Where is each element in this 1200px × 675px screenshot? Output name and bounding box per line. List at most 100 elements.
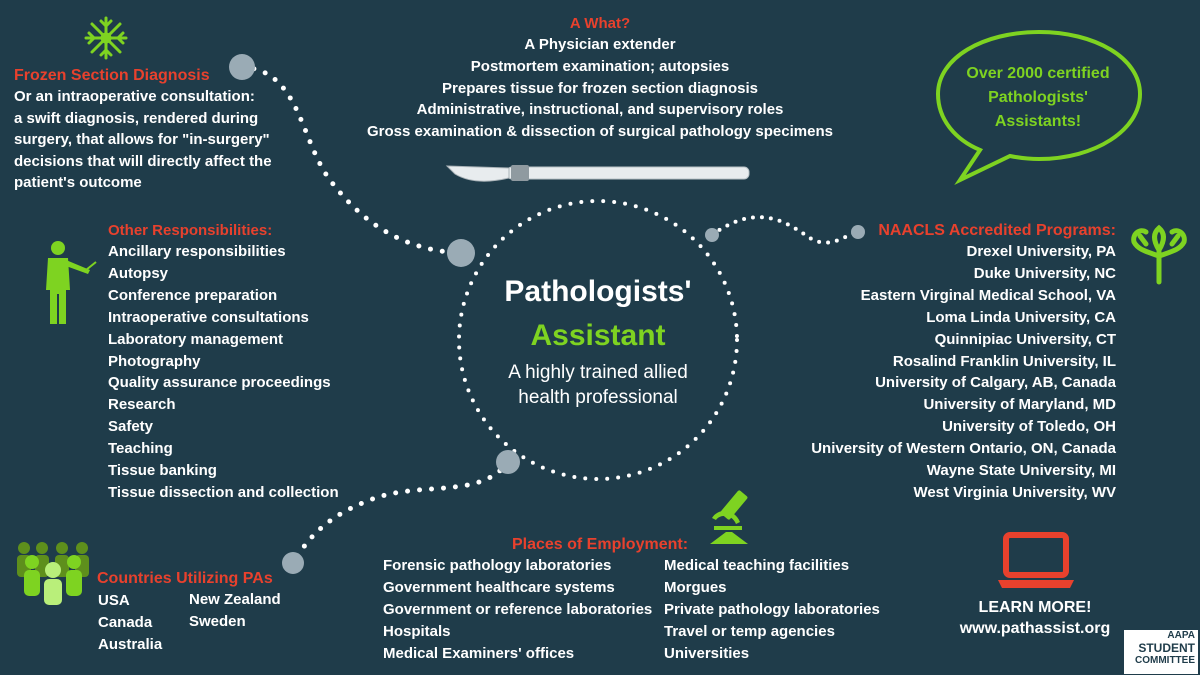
logo-line1: AAPA bbox=[1167, 630, 1195, 641]
learn-more-block: LEARN MORE! www.pathassist.org bbox=[940, 597, 1130, 638]
list-item: Canada bbox=[98, 613, 153, 631]
naacls-list: Drexel University, PA Duke University, N… bbox=[790, 241, 1116, 504]
list-item: Tissue dissection and collection bbox=[108, 483, 339, 501]
list-item: Hospitals bbox=[383, 622, 451, 640]
frozen-line: Or an intraoperative consultation: bbox=[14, 88, 255, 105]
list-item: Duke University, NC bbox=[973, 264, 1116, 282]
list-item: Safety bbox=[108, 418, 154, 436]
countries-connector-end-dot bbox=[282, 552, 304, 574]
what-list: A Physician extender Postmortem examinat… bbox=[350, 34, 850, 143]
frozen-section-block: Frozen Section Diagnosis Or an intraoper… bbox=[14, 66, 294, 194]
list-item: Government or reference laboratories bbox=[383, 600, 653, 618]
naacls-title: NAACLS Accredited Programs: bbox=[878, 222, 1116, 239]
speech-line: Over 2000 certified bbox=[966, 65, 1110, 82]
other-responsibilities-list: Ancillary responsibilities Autopsy Confe… bbox=[108, 241, 368, 504]
places-col2: Medical teaching facilities Morgues Priv… bbox=[664, 555, 894, 665]
microscope-icon bbox=[710, 490, 748, 544]
laptop-icon bbox=[998, 532, 1074, 588]
list-item: Private pathology laboratories bbox=[664, 600, 880, 618]
logo-line2: STUDENT bbox=[1138, 641, 1195, 655]
what-line: Prepares tissue for frozen section diagn… bbox=[442, 79, 758, 97]
pathassist-link[interactable]: www.pathassist.org bbox=[959, 620, 1111, 637]
center-title-line1: Pathologists' bbox=[504, 275, 692, 308]
center-title-block: Pathologists' Assistant A highly trained… bbox=[468, 272, 728, 410]
list-item: Forensic pathology laboratories bbox=[383, 557, 612, 574]
naacls-block: NAACLS Accredited Programs: Drexel Unive… bbox=[790, 221, 1116, 504]
what-line: Gross examination & dissection of surgic… bbox=[367, 123, 833, 141]
list-item: Conference preparation bbox=[108, 286, 278, 304]
places-title: Places of Employment: bbox=[511, 536, 689, 553]
countries-title: Countries Utilizing PAs bbox=[97, 570, 273, 587]
frozen-connector-start-dot bbox=[229, 54, 255, 80]
frozen-connector-path bbox=[239, 64, 463, 256]
list-item: Research bbox=[108, 396, 176, 414]
speech-line: Assistants! bbox=[994, 113, 1082, 130]
countries-connector-start-dot bbox=[496, 450, 520, 474]
list-item: Medical Examiners' offices bbox=[383, 644, 575, 662]
list-item: Tissue banking bbox=[108, 462, 217, 480]
what-line: Administrative, instructional, and super… bbox=[416, 101, 784, 119]
list-item: Rosalind Franklin University, IL bbox=[892, 352, 1116, 370]
list-item: Laboratory management bbox=[108, 330, 284, 348]
list-item: Sweden bbox=[189, 612, 246, 630]
list-item: Drexel University, PA bbox=[966, 243, 1116, 260]
countries-connector-path bbox=[292, 459, 511, 563]
list-item: Autopsy bbox=[108, 264, 168, 282]
what-line: A Physician extender bbox=[524, 36, 676, 53]
center-title-line2: Assistant bbox=[530, 319, 666, 352]
logo-line3: COMMITTEE bbox=[1135, 655, 1195, 666]
tree-icon bbox=[1131, 224, 1187, 285]
frozen-line: surgery, that allows for "in-surgery" bbox=[14, 131, 270, 148]
center-subtitle-line1: A highly trained allied bbox=[508, 362, 688, 383]
teacher-icon bbox=[46, 241, 97, 324]
naacls-connector-path bbox=[710, 215, 860, 245]
list-item: Medical teaching facilities bbox=[664, 557, 850, 574]
list-item: West Virginia University, WV bbox=[913, 483, 1116, 501]
frozen-section-title: Frozen Section Diagnosis bbox=[14, 67, 210, 84]
other-responsibilities-block: Other Responsibilities: Ancillary respon… bbox=[108, 221, 368, 504]
list-item: Travel or temp agencies bbox=[664, 622, 835, 640]
what-line: Postmortem examination; autopsies bbox=[470, 57, 730, 75]
speech-bubble-shape bbox=[935, 29, 1143, 185]
aapa-student-committee-logo: AAPA STUDENT COMMITTEE bbox=[1124, 630, 1198, 674]
frozen-section-text: Or an intraoperative consultation: a swi… bbox=[14, 86, 294, 194]
naacls-connector-end-dot bbox=[851, 225, 865, 239]
what-title: A What? bbox=[569, 15, 631, 32]
frozen-connector-end-dot bbox=[447, 239, 475, 267]
list-item: Australia bbox=[98, 635, 163, 653]
list-item: Ancillary responsibilities bbox=[108, 243, 286, 260]
list-item: University of Western Ontario, ON, Canad… bbox=[811, 440, 1116, 458]
frozen-line: patient's outcome bbox=[14, 174, 142, 191]
crowd-icon bbox=[17, 542, 89, 605]
countries-col1: USA Canada Australia bbox=[98, 590, 188, 656]
frozen-line: decisions that will directly affect the bbox=[14, 152, 272, 170]
list-item: Eastern Virginal Medical School, VA bbox=[860, 286, 1116, 304]
list-item: Government healthcare systems bbox=[383, 578, 615, 596]
frozen-line: a swift diagnosis, rendered during bbox=[14, 109, 259, 127]
list-item: Wayne State University, MI bbox=[926, 462, 1116, 480]
list-item: Teaching bbox=[108, 440, 173, 458]
naacls-connector-start-dot bbox=[705, 228, 719, 242]
places-col1: Forensic pathology laboratories Governme… bbox=[383, 555, 663, 665]
list-item: Morgues bbox=[664, 578, 727, 596]
center-dotted-ring bbox=[457, 199, 739, 481]
center-subtitle-line2: health professional bbox=[518, 387, 678, 408]
list-item: USA bbox=[98, 592, 130, 609]
snowflake-icon bbox=[84, 16, 128, 60]
list-item: Quality assurance proceedings bbox=[108, 374, 331, 392]
scalpel-icon bbox=[445, 165, 750, 182]
learn-more-label: LEARN MORE! bbox=[978, 599, 1092, 616]
list-item: University of Calgary, AB, Canada bbox=[875, 374, 1116, 392]
list-item: Photography bbox=[108, 352, 201, 370]
list-item: University of Maryland, MD bbox=[923, 396, 1116, 414]
what-block: A What? A Physician extender Postmortem … bbox=[350, 14, 850, 143]
list-item: Intraoperative consultations bbox=[108, 308, 309, 326]
countries-col2: New Zealand Sweden bbox=[189, 589, 299, 633]
list-item: Loma Linda University, CA bbox=[926, 308, 1116, 326]
list-item: University of Toledo, OH bbox=[942, 418, 1116, 436]
list-item: Quinnipiac University, CT bbox=[934, 330, 1116, 348]
list-item: New Zealand bbox=[189, 591, 281, 608]
list-item: Universities bbox=[664, 644, 750, 662]
speech-bubble-text: Over 2000 certified Pathologists' Assist… bbox=[948, 62, 1128, 134]
